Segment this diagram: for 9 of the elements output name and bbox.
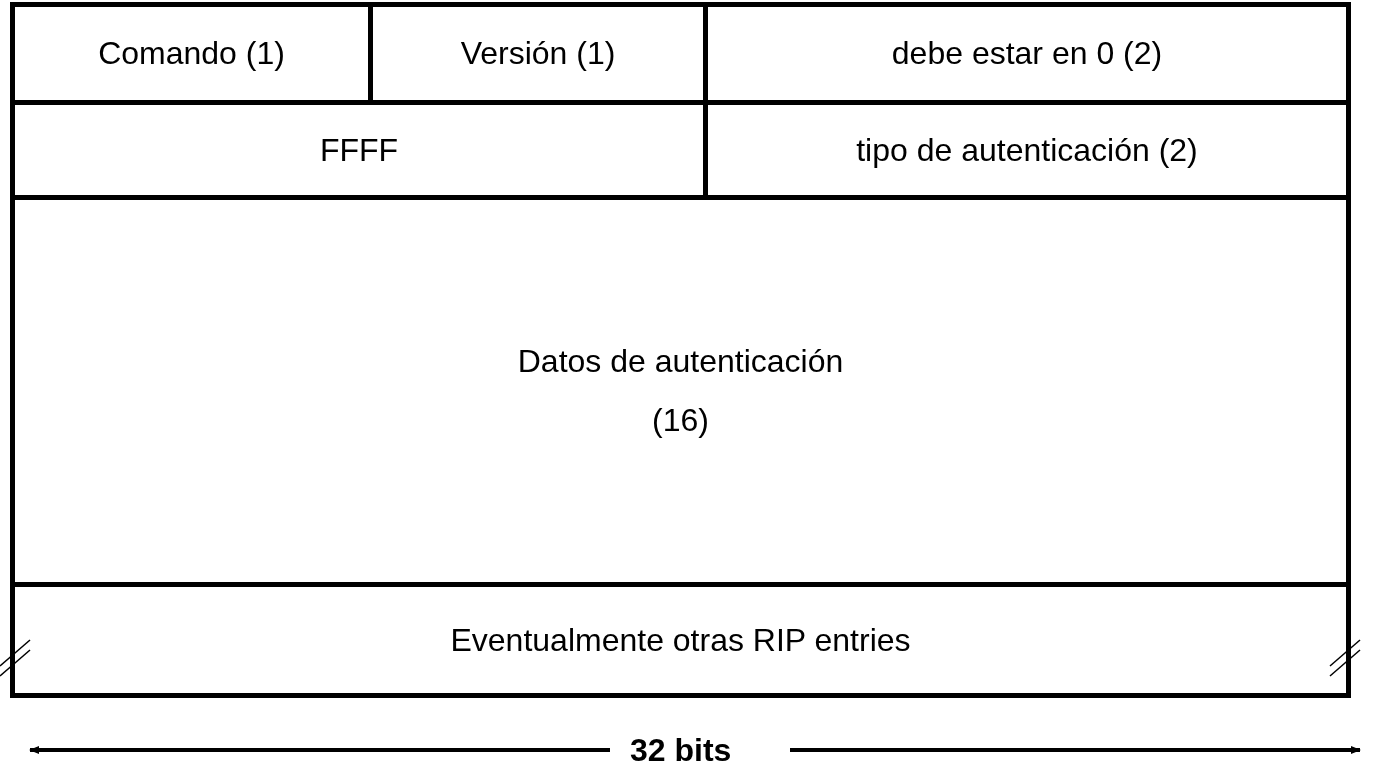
field-label: Datos de autenticación (517, 343, 844, 380)
dimension-label: 32 bits (630, 732, 732, 769)
field-label: Versión (1) (460, 35, 616, 72)
field-label: tipo de autenticación (2) (856, 131, 1198, 169)
field-label: Comando (1) (98, 35, 285, 72)
field-label: FFFF (319, 131, 399, 169)
field-label: Eventualmente otras RIP entries (450, 621, 911, 659)
field-label: (16) (652, 402, 709, 439)
field-label: debe estar en 0 (2) (891, 35, 1163, 72)
